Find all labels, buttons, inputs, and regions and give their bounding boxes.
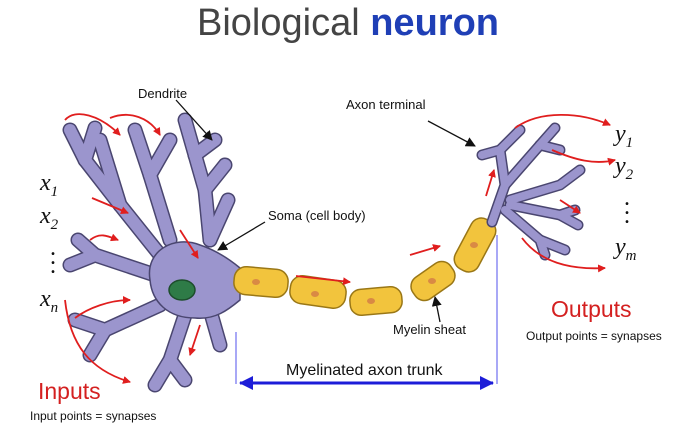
input-xn: xn: [40, 286, 59, 316]
axon-trunk-bracket: [235, 235, 498, 390]
dendrite-label: Dendrite: [138, 86, 188, 101]
title-emphasis: neuron: [370, 2, 499, 44]
outputs-note: Output points = synapses: [526, 329, 662, 343]
soma-and-dendrites: [62, 112, 241, 393]
myelin-label: Myelin sheat: [393, 322, 466, 337]
nucleus: [168, 279, 196, 301]
output-y1: y1: [615, 121, 634, 151]
input-ellipsis: ...: [50, 235, 56, 279]
pointer-arrows: [175, 99, 476, 323]
output-ellipsis: ...: [624, 185, 630, 229]
input-x2: x2: [40, 203, 59, 233]
output-y2: y2: [615, 153, 634, 183]
output-ym: ym: [615, 234, 637, 264]
signal-arrows: [64, 113, 616, 384]
outputs-heading: Outputs: [551, 296, 632, 322]
inputs-heading: Inputs: [38, 378, 101, 404]
myelin-segments: [233, 217, 497, 317]
inputs-note: Input points = synapses: [30, 409, 157, 423]
axon-trunk-label: Myelinated axon trunk: [286, 362, 443, 379]
axon-terminal-branches: [476, 122, 586, 261]
title-prefix: Biological: [197, 2, 360, 44]
input-x1: x1: [40, 170, 59, 200]
soma-label: Soma (cell body): [268, 208, 366, 223]
axon-terminal-label: Axon terminal: [346, 97, 426, 112]
diagram-title: Biological neuron: [0, 2, 696, 45]
